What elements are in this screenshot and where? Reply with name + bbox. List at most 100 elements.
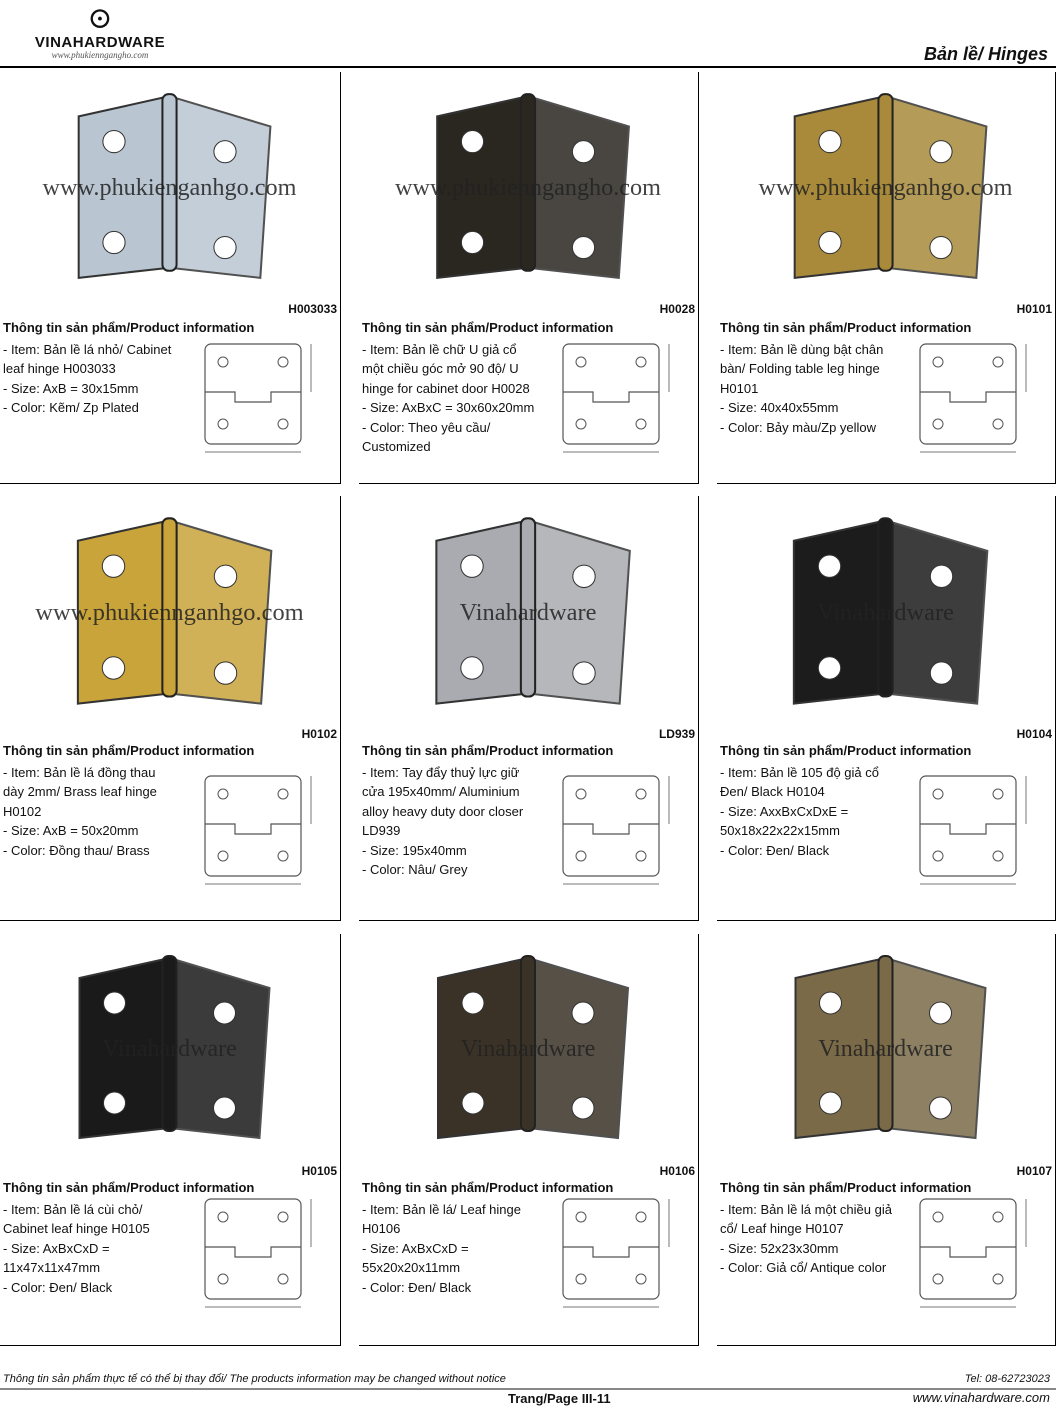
footer-divider [0,1388,1056,1390]
product-card: Vinahardware H0107 Thông tin sản phẩm/Pr… [717,934,1056,1346]
row-divider [359,1345,699,1346]
hinge-shape [794,955,987,1140]
product-info-heading: Thông tin sản phẩm/Product information [3,320,255,335]
product-code: H003033 [288,302,337,316]
watermark: Vinahardware [460,599,597,626]
hinge-shape [792,517,989,705]
product-info-heading: Thông tin sản phẩm/Product information [362,320,614,335]
detail-line: bàn/ Folding table leg hinge [720,361,880,377]
column-divider [698,496,699,921]
detail-line: cửa 195x40mm/ Aluminium [362,784,520,800]
detail-line: - Size: 52x23x30mm [720,1240,839,1256]
detail-line: - Item: Tay đẩy thuỷ lực giữ [362,765,520,780]
detail-line: - Size: 40x40x55mm [720,400,839,416]
detail-line: - Size: AxB = 30x15mm [3,380,139,396]
product-details: - Item: Bản lề chữ U giả cổ một chiều góc… [362,340,562,456]
detail-line: - Size: AxxBxCxDxE = [720,803,849,819]
product-photo: www.phukienganhgo.com [10,76,329,298]
detail-line: - Size: 195x40mm [362,842,467,858]
product-details: - Item: Bản lề lá nhỏ/ Cabinet leaf hinge… [3,340,203,418]
technical-drawing [183,766,323,891]
product-card: www.phukiennganhgo.com H0102 Thông tin s… [0,496,341,921]
hinge-shape [793,93,988,279]
hinge-shape [437,955,630,1140]
technical-drawing [541,766,681,891]
product-code: H0106 [659,1164,695,1178]
technical-drawing [898,1189,1038,1314]
product-photo: Vinahardware [369,500,687,724]
footer-note: Thông tin sản phẩm thực tế có thể bị tha… [3,1373,506,1385]
product-info-heading: Thông tin sản phẩm/Product information [720,1180,972,1195]
footer-website: www.vinahardware.com [912,1390,1050,1405]
page-number: Trang/Page III-11 [508,1391,611,1406]
detail-line: leaf hinge H003033 [3,361,116,377]
footer-tel: Tel: 08-62723023 [964,1373,1050,1385]
detail-line: - Item: Bản lề lá nhỏ/ Cabinet [3,342,172,357]
product-photo: Vinahardware [727,500,1044,724]
technical-drawing [898,334,1038,459]
detail-line: - Color: Kẽm/ Zp Plated [3,400,139,416]
row-divider [0,483,341,484]
detail-line: - Item: Bản lề chữ U giả cổ [362,342,517,357]
row-divider [0,1345,341,1346]
product-info-heading: Thông tin sản phẩm/Product information [720,743,972,758]
detail-line: - Color: Đồng thau/ Brass [3,842,150,858]
technical-drawing [183,334,323,459]
product-card: www.phukienganhgo.com H003033 Thông tin … [0,72,341,484]
detail-line: hinge for cabinet door H0028 [362,380,530,396]
detail-line: - Item: Bản lề lá cùi chỏ/ [3,1202,143,1217]
detail-line: dày 2mm/ Brass leaf hinge [3,784,157,800]
hinge-shape [77,93,272,279]
detail-line: - Color: Đen/ Black [720,842,830,858]
row-divider [717,1345,1056,1346]
detail-line: Customized [362,439,431,455]
row-divider [0,920,341,921]
product-details: - Item: Bản lề lá cùi chỏ/Cabinet leaf h… [3,1200,203,1297]
product-info-heading: Thông tin sản phẩm/Product information [720,320,972,335]
detail-line: - Color: Giả cổ/ Antique color [720,1260,887,1276]
detail-line: một chiều góc mở 90 độ/ U [362,361,519,377]
product-details: - Item: Bản lề lá đồng thau dày 2mm/ Bras… [3,763,203,860]
product-photo: Vinahardware [369,938,687,1158]
column-divider [698,934,699,1346]
watermark: www.phukiennganhgo.com [35,599,303,626]
product-code: H0104 [1016,727,1052,741]
technical-drawing [541,1189,681,1314]
detail-line: - Color: Nâu/ Grey [362,862,468,878]
product-card: Vinahardware H0106 Thông tin sản phẩm/Pr… [359,934,699,1346]
detail-line: 50x18x22x22x15mm [720,823,840,839]
watermark: Vinahardware [817,599,954,626]
detail-line: - Size: AxBxCxD = [3,1240,110,1256]
detail-line: - Item: Bản lề lá đồng thau [3,765,156,780]
detail-line: - Color: Đen/ Black [3,1279,113,1295]
product-info-heading: Thông tin sản phẩm/Product information [362,1180,614,1195]
detail-line: - Size: AxBxCxD = [362,1240,469,1256]
watermark: Vinahardware [818,1036,952,1062]
product-info-heading: Thông tin sản phẩm/Product information [362,743,614,758]
product-card: Vinahardware H0104 Thông tin sản phẩm/Pr… [717,496,1056,921]
detail-line: - Item: Bản lề 105 độ giả cổ [720,765,879,780]
watermark: www.phukienganhgo.com [759,174,1013,201]
detail-line: alloy heavy duty door closer [362,803,524,819]
product-photo: www.phukiennganhgo.com [10,500,329,724]
technical-drawing [898,766,1038,891]
detail-line: Đen/ Black H0104 [720,784,825,800]
detail-line: 11x47x11x47mm [3,1260,101,1276]
row-divider [717,920,1056,921]
row-divider [717,483,1056,484]
row-divider [359,920,699,921]
technical-drawing [541,334,681,459]
column-divider [340,496,341,921]
logo: ⊙ VINAHARDWARE www.phukienngangho.com [20,2,180,66]
detail-line: 55x20x20x11mm [362,1260,461,1276]
hinge-shape [76,517,273,705]
product-code: H0105 [301,1164,337,1178]
detail-line: H0101 [720,380,759,396]
detail-line: Cabinet leaf hinge H0105 [3,1221,150,1237]
detail-line: - Item: Bản lề lá/ Leaf hinge [362,1202,521,1217]
product-info-heading: Thông tin sản phẩm/Product information [3,1180,255,1195]
product-photo: Vinahardware [10,938,329,1158]
